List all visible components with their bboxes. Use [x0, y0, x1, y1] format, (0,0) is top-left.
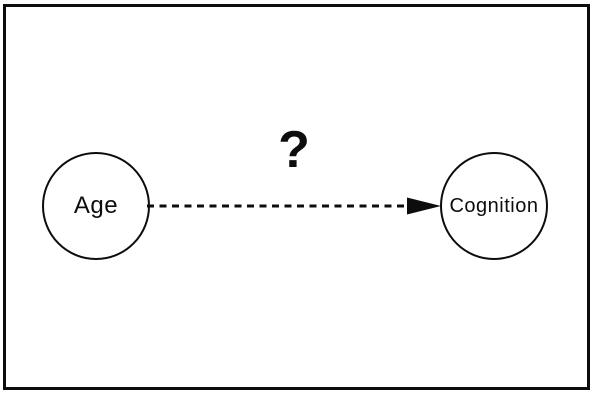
node-age-label: Age — [73, 192, 119, 219]
node-cognition: Cognition — [440, 152, 548, 260]
edge-question-mark-label: ? — [278, 121, 310, 179]
figure-border — [3, 4, 590, 390]
node-age: Age — [42, 152, 150, 260]
edge-age-to-cognition — [147, 197, 441, 215]
edge-arrowhead-icon — [407, 197, 441, 215]
node-cognition-label: Cognition — [449, 194, 539, 217]
